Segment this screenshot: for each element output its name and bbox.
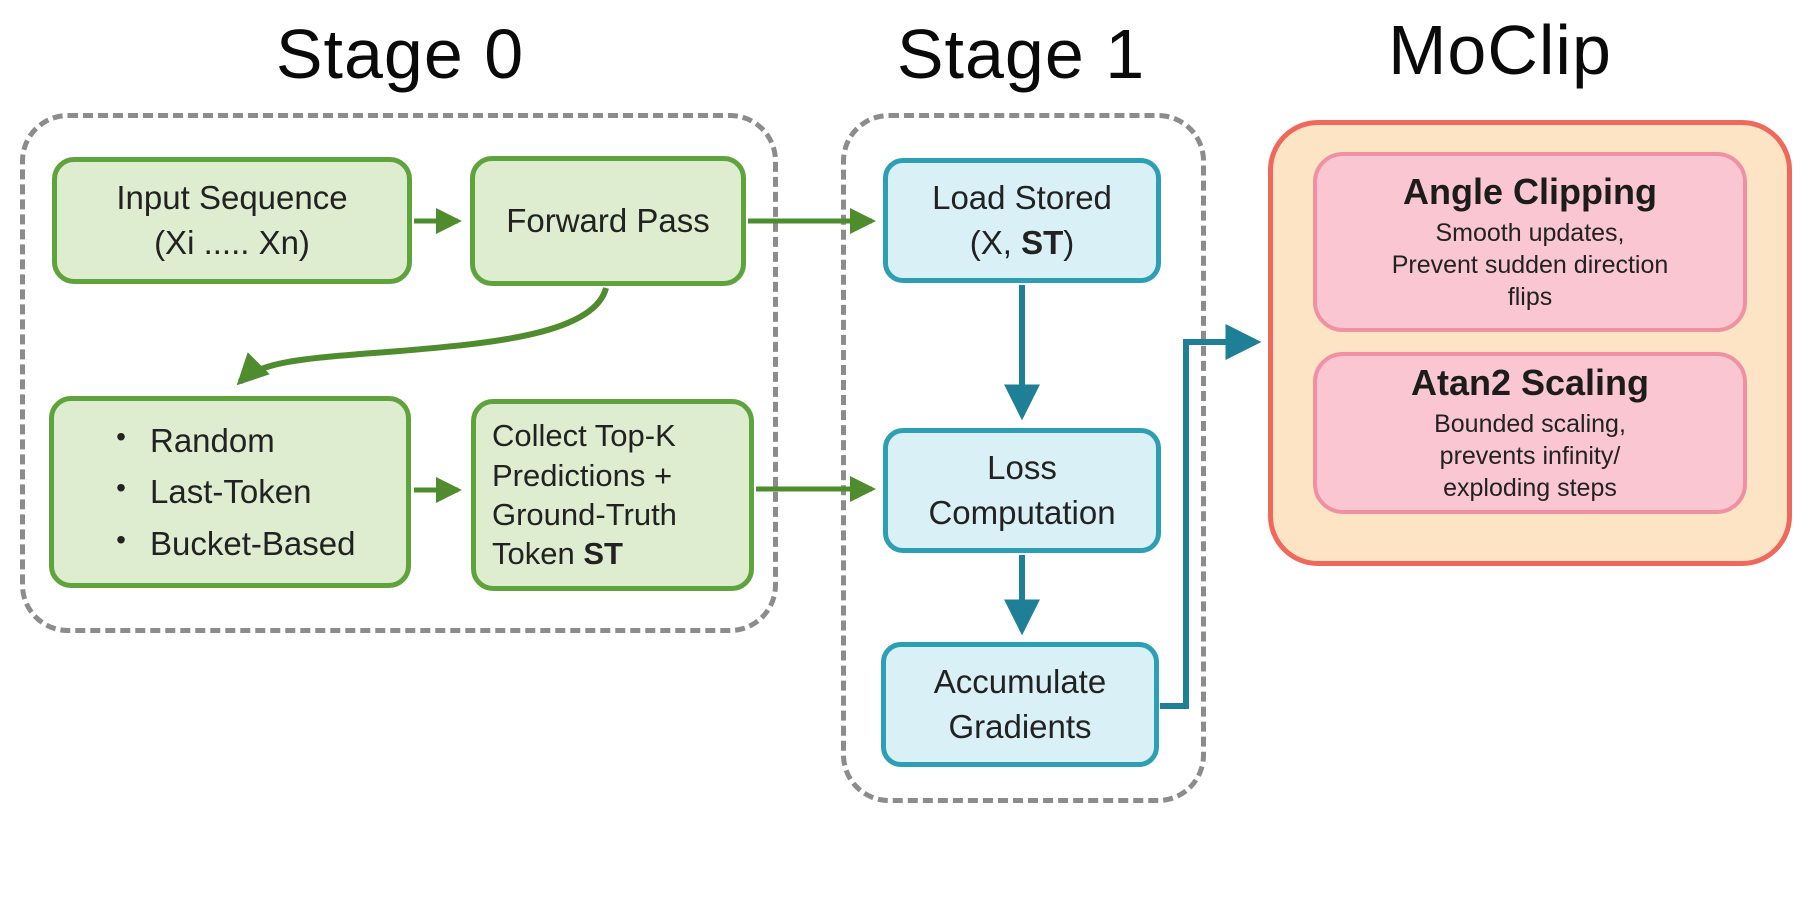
angle-clipping-body-line3: flips bbox=[1507, 283, 1553, 311]
atan2-body-line1: Bounded scaling, bbox=[1434, 410, 1626, 438]
forward-pass-label: Forward Pass bbox=[506, 201, 710, 239]
sampling-item-bucket-based: • Bucket-Based bbox=[92, 518, 355, 569]
atan2-scaling-title: Atan2 Scaling bbox=[1410, 362, 1650, 403]
accumulate-line1: Accumulate bbox=[933, 662, 1107, 700]
accumulate-gradients-box: Accumulate Gradients bbox=[881, 642, 1159, 767]
bullet-icon: • bbox=[116, 523, 126, 555]
bullet-icon: • bbox=[116, 421, 126, 453]
input-sequence-line1: Input Sequence bbox=[116, 178, 348, 216]
angle-clipping-card: Angle Clipping Smooth updates, Prevent s… bbox=[1313, 152, 1747, 332]
load-stored-line1: Load Stored bbox=[932, 178, 1112, 216]
st-token-bold: ST bbox=[1021, 223, 1064, 261]
accumulate-line2: Gradients bbox=[948, 707, 1092, 745]
atan2-body-line2: prevents infinity/ bbox=[1439, 442, 1621, 470]
sampling-item-label: Last-Token bbox=[150, 473, 312, 511]
sampling-item-random: • Random bbox=[92, 415, 275, 466]
collect-line3: Ground-Truth bbox=[492, 497, 677, 532]
bullet-icon: • bbox=[116, 472, 126, 504]
sampling-item-label: Random bbox=[150, 422, 275, 460]
loss-line1: Loss bbox=[987, 448, 1057, 486]
load-stored-box: Load Stored (X, ST) bbox=[883, 158, 1161, 283]
collect-line4: Token ST bbox=[492, 536, 623, 572]
loss-line2: Computation bbox=[928, 493, 1116, 531]
load-stored-line2: (X, ST) bbox=[969, 223, 1075, 261]
forward-pass-box: Forward Pass bbox=[470, 156, 746, 286]
atan2-body-line3: exploding steps bbox=[1443, 474, 1617, 502]
atan2-scaling-card: Atan2 Scaling Bounded scaling, prevents … bbox=[1313, 352, 1747, 514]
moclip-title: MoClip bbox=[1388, 11, 1612, 89]
stage0-container bbox=[20, 113, 778, 633]
stage1-title: Stage 1 bbox=[896, 15, 1146, 93]
input-sequence-box: Input Sequence (Xi ..... Xn) bbox=[52, 157, 412, 284]
stage0-title: Stage 0 bbox=[275, 15, 525, 93]
input-sequence-line2: (Xi ..... Xn) bbox=[154, 223, 310, 261]
sampling-item-label: Bucket-Based bbox=[150, 524, 356, 562]
angle-clipping-body-line1: Smooth updates, bbox=[1435, 219, 1625, 247]
collect-topk-box: Collect Top-K Predictions + Ground-Truth… bbox=[471, 399, 754, 591]
angle-clipping-title: Angle Clipping bbox=[1403, 171, 1657, 212]
loss-computation-box: Loss Computation bbox=[883, 428, 1161, 553]
sampling-methods-box: • Random • Last-Token • Bucket-Based bbox=[49, 396, 411, 588]
angle-clipping-body-line2: Prevent sudden direction bbox=[1391, 251, 1669, 279]
collect-line1: Collect Top-K bbox=[492, 418, 676, 454]
collect-line2: Predictions + bbox=[492, 457, 673, 493]
st-token-bold: ST bbox=[583, 536, 623, 572]
sampling-item-last-token: • Last-Token bbox=[92, 466, 311, 517]
